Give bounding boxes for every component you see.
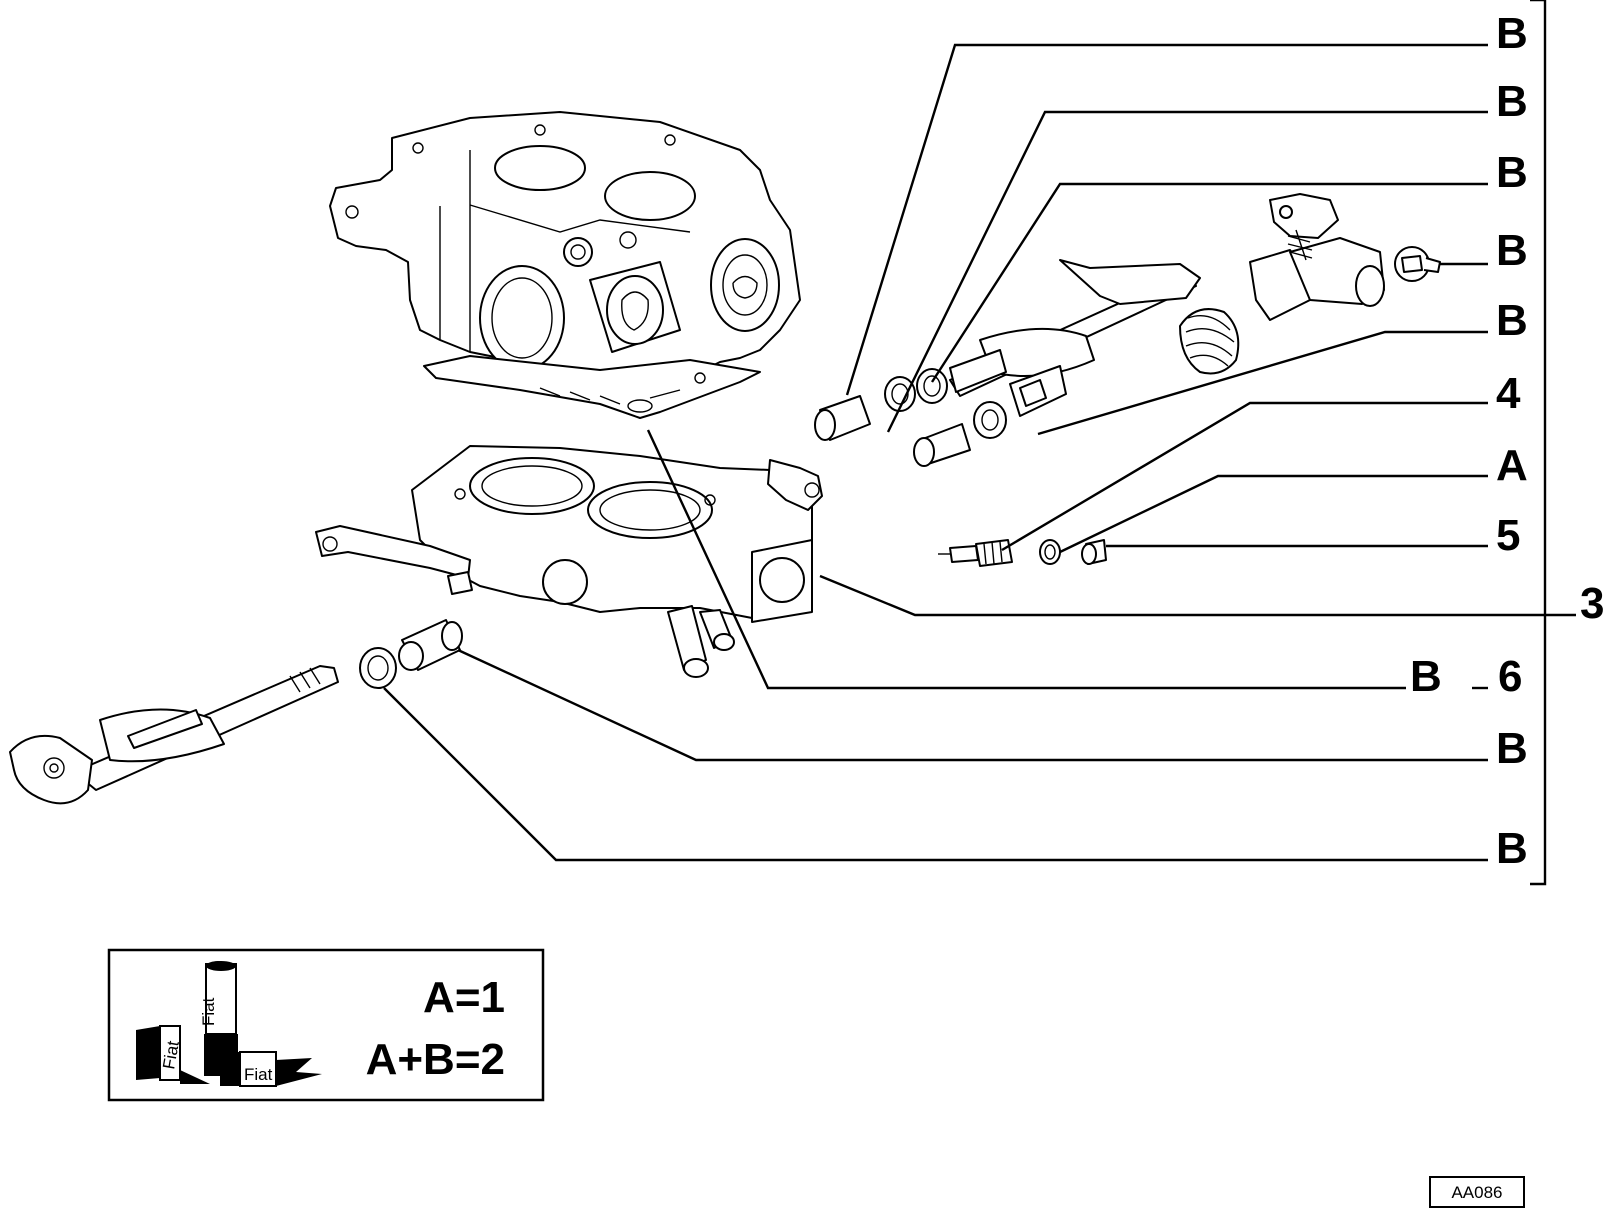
throttle-shaft-assembly [9, 665, 339, 805]
ring-part-a [1039, 539, 1061, 565]
callout-4: 4 [1496, 369, 1521, 418]
can-label-small-1: Fiat [159, 1039, 183, 1070]
bush-upper-1 [814, 395, 871, 441]
legend-line-1: A=1 [423, 973, 505, 1022]
callout-b6: B [1410, 652, 1442, 701]
callout-6: 6 [1498, 652, 1522, 701]
bush-upper-2 [884, 376, 916, 412]
callout-b1: B [1496, 9, 1528, 58]
reference-code: AA086 [1451, 1183, 1502, 1202]
legend-box: Fiat Fiat Fiat A=1 A+B=2 [107, 948, 545, 1102]
callout-5: 5 [1496, 511, 1520, 560]
bush-upper-5 [973, 401, 1007, 439]
callout-b5: B [1496, 296, 1528, 345]
callout-3: 3 [1580, 579, 1604, 628]
seal-ring-lower-left [359, 647, 397, 689]
can-label-top: Fiat [199, 997, 218, 1026]
can-label-small-2: Fiat [244, 1065, 273, 1084]
callout-b2: B [1496, 77, 1528, 126]
bush-part-5 [1081, 539, 1107, 565]
bush-lower-left [398, 619, 463, 671]
callout-b7: B [1496, 724, 1528, 773]
idle-screw-part-4 [938, 539, 1013, 567]
upper-throttle-shaft [949, 259, 1201, 417]
return-spring-assembly [1179, 193, 1385, 375]
carburettor-upper-body [329, 111, 801, 383]
leader-lines [383, 0, 1576, 886]
bush-upper-4 [913, 423, 971, 467]
washer-upper-right [1394, 246, 1441, 282]
callout-labels: B B B B B 4 A 5 3 B 6 B B [1410, 9, 1604, 873]
throttle-body [315, 445, 823, 678]
callout-b4: B [1496, 226, 1528, 275]
callout-a: A [1496, 441, 1528, 490]
reference-code-box: AA086 [1429, 1176, 1525, 1208]
callout-b8: B [1496, 824, 1528, 873]
bush-upper-3 [916, 368, 948, 404]
sealant-can-icon: Fiat Fiat Fiat [136, 961, 322, 1087]
legend-line-2: A+B=2 [366, 1035, 505, 1084]
carburettor-gasket [423, 355, 761, 419]
callout-b3: B [1496, 148, 1528, 197]
